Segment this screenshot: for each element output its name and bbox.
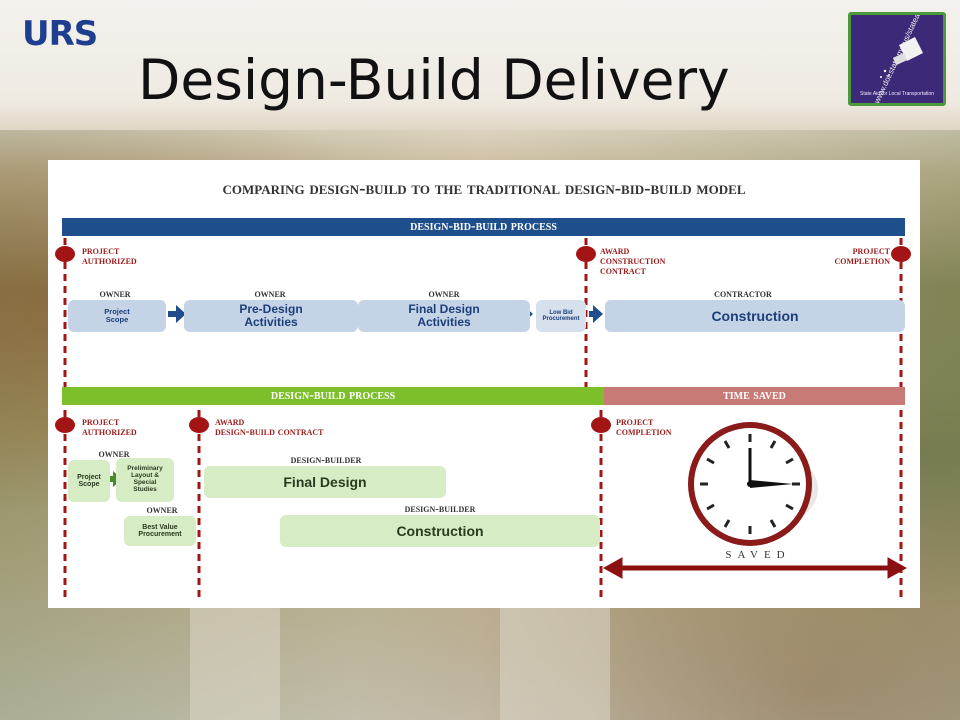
db-milestone-authorized: Project Authorized — [82, 416, 137, 438]
clock-icon — [688, 422, 818, 546]
db-role-owner: Owner — [98, 448, 130, 460]
badge-caption: State Aid for Local Transportation — [860, 91, 934, 97]
page-title: Design-Build Delivery — [138, 48, 730, 112]
comparison-diagram: Comparing Design-Build to the Traditiona… — [48, 160, 920, 608]
dbb-role-contractor: Contractor — [714, 288, 772, 300]
dbb-final-design: Final Design Activities — [358, 300, 530, 332]
db-best-value-procurement: Best Value Procurement — [124, 516, 196, 546]
dbb-header-bar: Design-Bid-Build Process — [62, 218, 905, 236]
db-role-design-builder: Design-Builder — [404, 503, 476, 515]
road — [500, 600, 610, 720]
dbb-pre-design: Pre-Design Activities — [184, 300, 358, 332]
dbb-milestone-completion: Project Completion — [834, 245, 890, 267]
road — [190, 600, 280, 720]
db-construction: Construction — [280, 515, 600, 547]
db-milestone-completion: Project Completion — [616, 416, 672, 438]
db-role-owner: Owner — [146, 504, 178, 516]
dbb-milestone-award: Award Construction Contract — [600, 245, 666, 277]
state-aid-badge: www.dot.state.mn.us/stateaid State Aid f… — [848, 12, 946, 106]
db-final-design: Final Design — [204, 466, 446, 498]
time-saved-bar: Time Saved — [604, 387, 905, 405]
milestone-dots — [55, 246, 911, 433]
db-header-bar: Design-Build Process — [62, 387, 604, 405]
saved-label: SAVED — [725, 549, 791, 561]
dbb-low-bid-procurement: Low Bid Procurement — [536, 300, 586, 332]
dbb-construction: Construction — [605, 300, 905, 332]
saved-arrow — [602, 557, 908, 579]
db-project-scope: Project Scope — [68, 460, 110, 502]
dbb-project-scope: Project Scope — [68, 300, 166, 332]
salt-shaker-icon — [880, 37, 923, 78]
diagram-title: Comparing Design-Build to the Traditiona… — [222, 178, 746, 199]
db-arrow — [109, 471, 122, 487]
dbb-role-owner: Owner — [99, 288, 131, 300]
urs-logo: URS — [22, 14, 98, 54]
db-milestone-award: Award Design-Build Contract — [215, 416, 324, 438]
dbb-role-owner: Owner — [428, 288, 460, 300]
db-preliminary-layout: Preliminary Layout & Special Studies — [116, 458, 174, 502]
dbb-role-owner: Owner — [254, 288, 286, 300]
dbb-milestone-authorized: Project Authorized — [82, 245, 137, 267]
db-role-design-builder: Design-Builder — [290, 454, 362, 466]
